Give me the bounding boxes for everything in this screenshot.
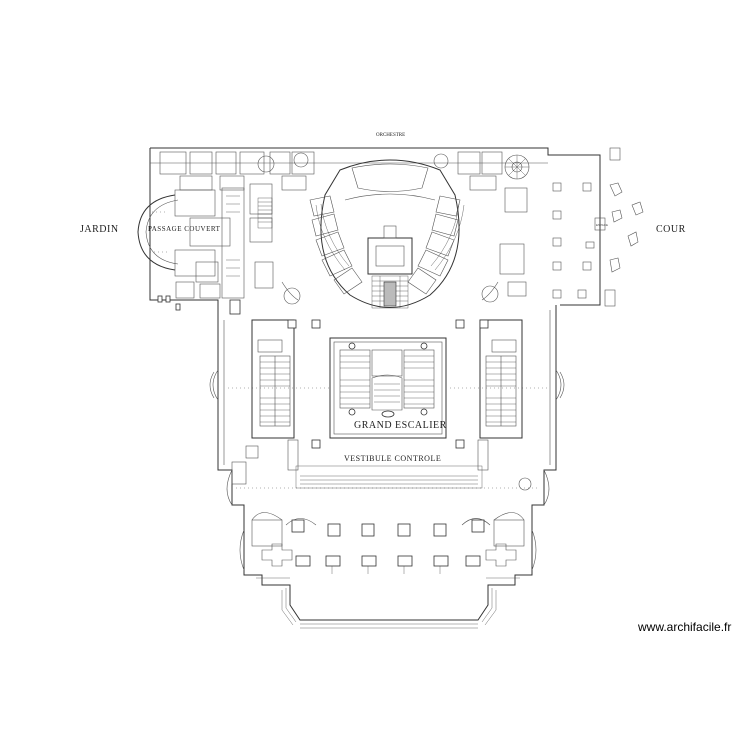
svg-text:ESPACE: ESPACE bbox=[596, 223, 608, 227]
watermark-text: www.archifacile.fr bbox=[638, 620, 732, 634]
plan-labels: JARDIN COUR PASSAGE COUVERT ORCHESTRE GR… bbox=[80, 133, 686, 463]
label-passage-couvert: PASSAGE COUVERT bbox=[148, 225, 221, 233]
stage-wing bbox=[149, 147, 601, 315]
cour-colonnade: ESPACE bbox=[552, 147, 644, 307]
auditorium bbox=[281, 159, 499, 309]
label-grand-escalier: GRAND ESCALIER bbox=[354, 420, 447, 431]
label-vestibule-controle: VESTIBULE CONTROLE bbox=[344, 454, 441, 463]
label-cour: COUR bbox=[656, 224, 686, 235]
left-wing bbox=[137, 187, 245, 315]
label-jardin: JARDIN bbox=[80, 224, 119, 235]
foyer-block bbox=[209, 305, 565, 629]
label-orchestre: ORCHESTRE bbox=[376, 133, 405, 138]
